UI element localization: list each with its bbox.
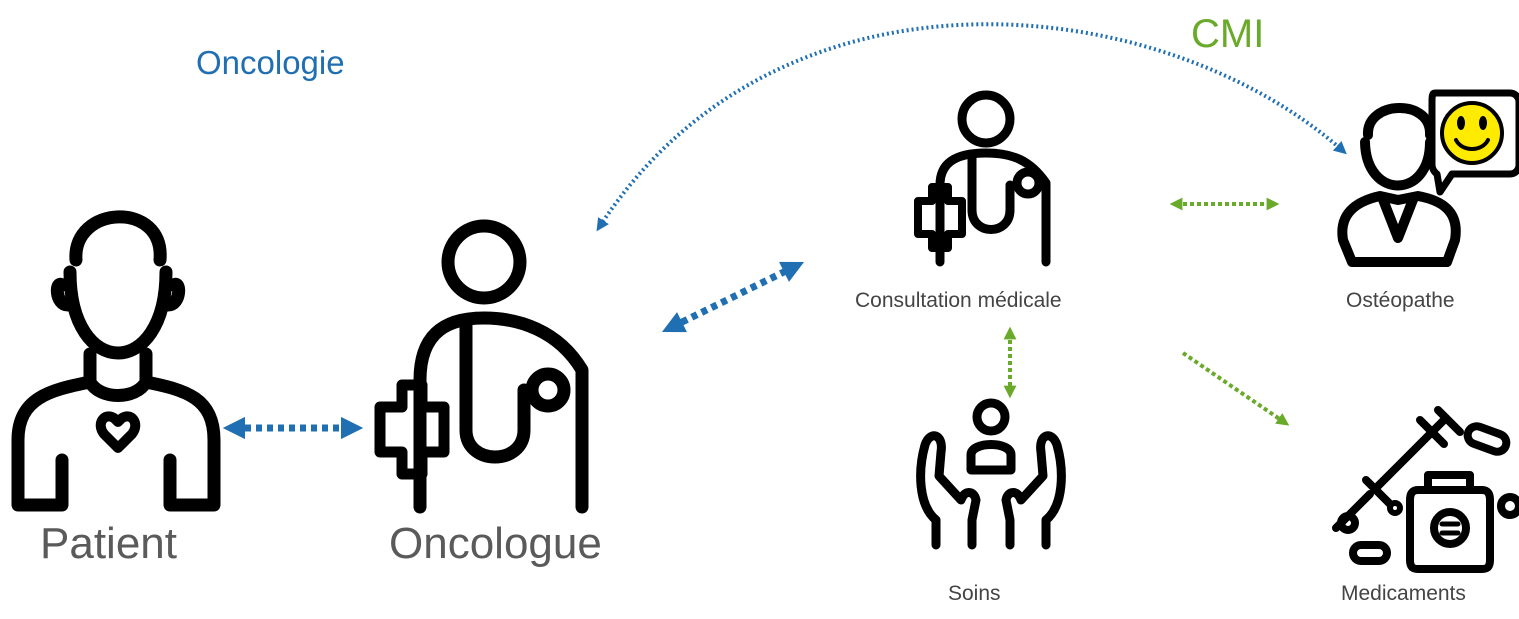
label-oncologue: Oncologue (389, 519, 602, 568)
label-consultation: Consultation médicale (855, 289, 1062, 312)
label-soins: Soins (948, 582, 1001, 605)
section-title-oncologie: Oncologie (196, 44, 345, 81)
smiley-icon (1428, 89, 1519, 196)
arrow-consultation-medicaments (1181, 351, 1290, 426)
patient-icon (11, 210, 221, 512)
oncologist-icon (374, 219, 589, 514)
label-medicaments: Medicaments (1341, 582, 1466, 605)
label-osteopathe: Ostéopathe (1346, 289, 1455, 312)
section-title-cmi: CMI (1191, 12, 1265, 56)
osteopath-icon (1337, 103, 1461, 267)
medication-icon (1332, 406, 1519, 573)
arrow-oncologue-osteopathe (596, 22, 1347, 232)
arrow-oncologue-consultation (661, 261, 805, 333)
care-hands-icon (916, 398, 1066, 550)
label-patient: Patient (40, 519, 177, 568)
doctor-icon (914, 90, 1051, 267)
